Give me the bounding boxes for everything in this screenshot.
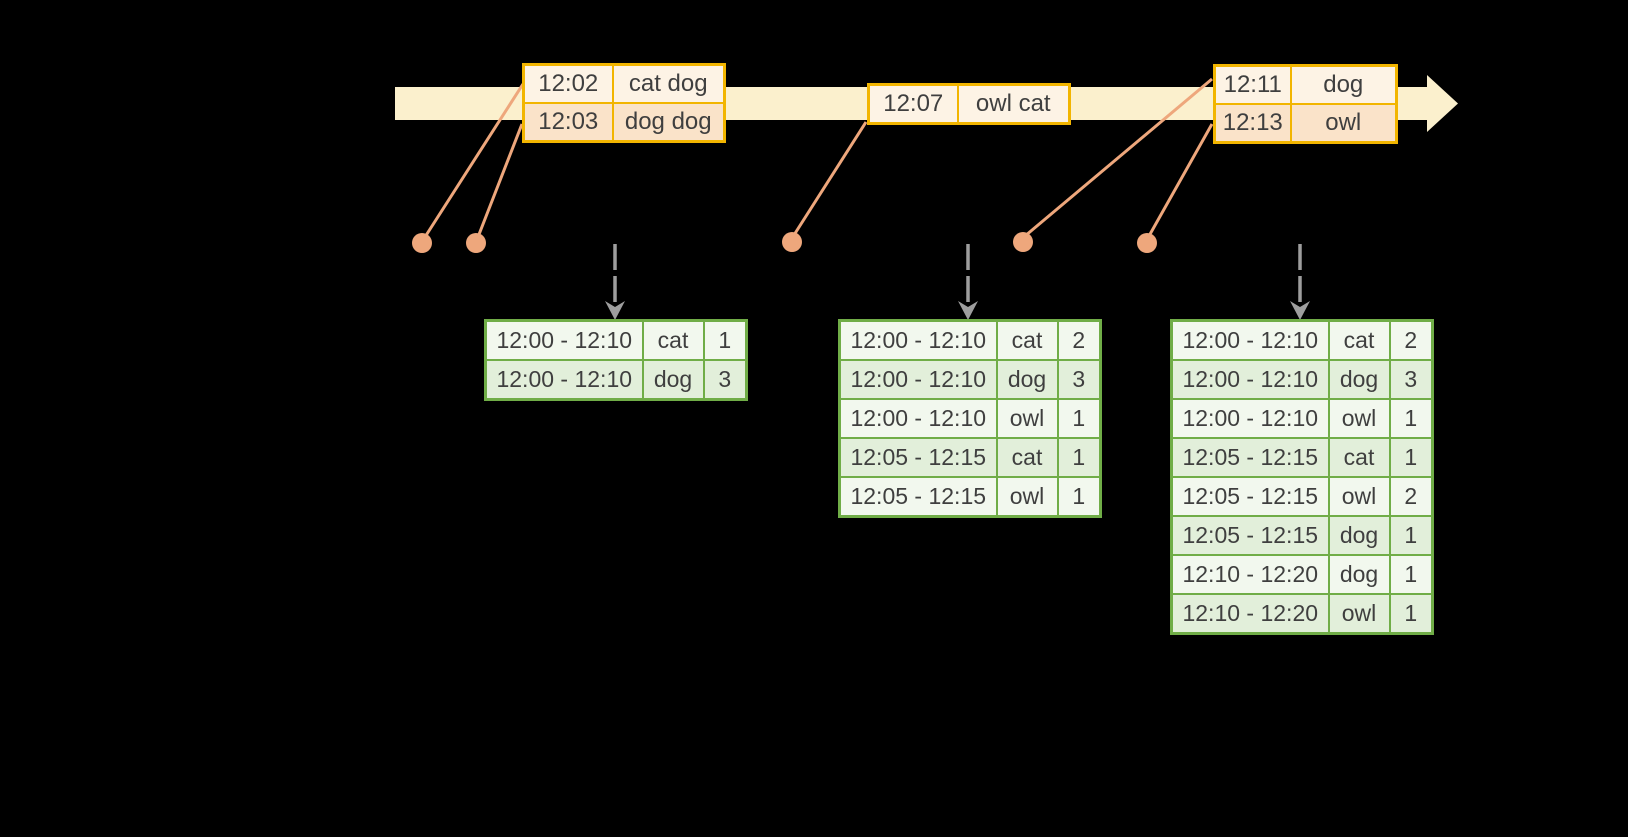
table-cell: dog	[1327, 359, 1391, 400]
table-cell: cat	[1327, 319, 1391, 361]
table-cell: 12:00 - 12:10	[838, 319, 998, 361]
table-cell: cat	[995, 319, 1059, 361]
table-cell: 12:05 - 12:15	[1170, 476, 1330, 517]
connector-line	[423, 83, 525, 238]
table-cell: 12:00 - 12:10	[1170, 319, 1330, 361]
event-dot	[782, 232, 802, 252]
table-cell: 2	[1056, 319, 1102, 361]
table-cell: dog	[995, 359, 1059, 400]
table-cell: 3	[1056, 359, 1102, 400]
table-cell: 12:03	[522, 102, 614, 143]
table-cell: owl	[995, 476, 1059, 518]
table-cell: dog	[641, 359, 705, 401]
table-cell: 12:00 - 12:10	[1170, 398, 1330, 439]
table-cell: 1	[1056, 437, 1102, 478]
table-cell: 12:10 - 12:20	[1170, 554, 1330, 595]
table-cell: 1	[1056, 398, 1102, 439]
table-cell: 12:00 - 12:10	[484, 319, 644, 361]
table-cell: owl	[1327, 593, 1391, 635]
table-cell: 12:05 - 12:15	[1170, 515, 1330, 556]
table-cell: 12:11	[1213, 64, 1292, 105]
table-cell: dog	[1327, 554, 1391, 595]
table-cell: 12:05 - 12:15	[838, 437, 998, 478]
table-cell: 1	[1056, 476, 1102, 518]
table-cell: owl	[1289, 103, 1398, 144]
event-dot	[1137, 233, 1157, 253]
table-cell: owl	[995, 398, 1059, 439]
table-cell: 2	[1388, 319, 1434, 361]
connector-line	[792, 121, 868, 236]
timeline-arrowhead-icon	[1427, 75, 1458, 132]
table-cell: 2	[1388, 476, 1434, 517]
table-cell: dog dog	[611, 102, 726, 143]
table-cell: 1	[702, 319, 748, 361]
table-cell: owl cat	[956, 83, 1071, 125]
table-cell: owl	[1327, 476, 1391, 517]
connector-line	[1147, 123, 1214, 237]
connector-line	[476, 123, 524, 238]
table-cell: 12:05 - 12:15	[838, 476, 998, 518]
table-cell: 12:10 - 12:20	[1170, 593, 1330, 635]
table-cell: cat dog	[611, 63, 726, 104]
table-cell: 12:02	[522, 63, 614, 104]
table-cell: 3	[1388, 359, 1434, 400]
table-cell: 12:13	[1213, 103, 1292, 144]
table-cell: 12:00 - 12:10	[1170, 359, 1330, 400]
event-dot	[466, 233, 486, 253]
event-dot	[412, 233, 432, 253]
table-cell: cat	[1327, 437, 1391, 478]
table-cell: 1	[1388, 515, 1434, 556]
trigger-arrowhead-icon	[1290, 301, 1310, 320]
trigger-arrowhead-icon	[958, 301, 978, 320]
event-dot	[1013, 232, 1033, 252]
table-cell: dog	[1327, 515, 1391, 556]
table-cell: 1	[1388, 593, 1434, 635]
table-cell: 12:00 - 12:10	[838, 359, 998, 400]
table-cell: dog	[1289, 64, 1398, 105]
table-cell: 1	[1388, 398, 1434, 439]
table-cell: cat	[995, 437, 1059, 478]
table-cell: 12:00 - 12:10	[484, 359, 644, 401]
trigger-arrowhead-icon	[605, 301, 625, 320]
table-cell: 3	[702, 359, 748, 401]
table-cell: 12:00 - 12:10	[838, 398, 998, 439]
table-cell: cat	[641, 319, 705, 361]
table-cell: owl	[1327, 398, 1391, 439]
table-cell: 1	[1388, 437, 1434, 478]
connector-line	[1024, 77, 1213, 238]
table-cell: 12:07	[867, 83, 959, 125]
table-cell: 12:05 - 12:15	[1170, 437, 1330, 478]
table-cell: 1	[1388, 554, 1434, 595]
